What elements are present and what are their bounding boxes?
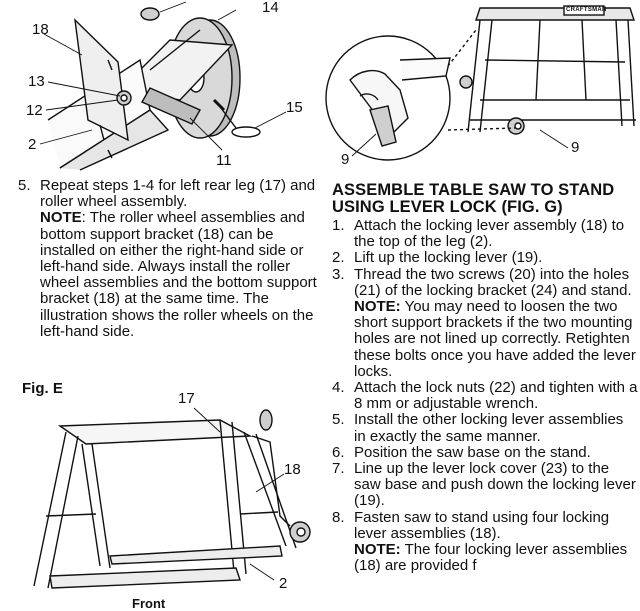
list-item: 3. Thread the two screws (20) into the h… bbox=[332, 265, 636, 380]
section-heading: ASSEMBLE TABLE SAW TO STAND USING LEVER … bbox=[332, 181, 615, 216]
fig-e-caption: Fig. E bbox=[22, 380, 63, 397]
fig-f-illustration bbox=[325, 5, 636, 161]
step-8-note-label: NOTE: bbox=[354, 541, 401, 559]
fig-e-callout-18: 18 bbox=[284, 461, 301, 478]
fig-d-callout-12: 12 bbox=[26, 102, 43, 119]
step-5-note-text: : The roller wheel assemblies and bottom… bbox=[40, 209, 317, 340]
fig-e-callout-2: 2 bbox=[279, 575, 288, 592]
fig-d-callout-15: 15 bbox=[286, 99, 303, 116]
fig-d-callout-18: 18 bbox=[32, 21, 49, 38]
step-5-note-label: NOTE bbox=[40, 209, 82, 227]
step-5-number: 5. bbox=[18, 177, 31, 194]
list-item: 6. Position the saw base on the stand. bbox=[332, 443, 591, 461]
fig-e-illustration bbox=[33, 407, 311, 589]
fig-d-callout-11: 11 bbox=[216, 152, 232, 169]
step-5-text: Repeat steps 1-4 for left rear leg (17) … bbox=[40, 177, 316, 211]
fig-f-callout-9-right: 9 bbox=[571, 139, 580, 156]
lever-lock-section: ASSEMBLE TABLE SAW TO STAND USING LEVER … bbox=[332, 182, 638, 574]
fig-d-callout-13: 13 bbox=[28, 73, 45, 90]
step-5-block: 5. Repeat steps 1-4 for left rear leg (1… bbox=[18, 177, 318, 340]
fig-e-front-label: Front bbox=[132, 596, 166, 611]
section-steps: 1. Attach the locking lever assembly (18… bbox=[332, 217, 638, 575]
list-item: 4. Attach the lock nuts (22) and tighten… bbox=[332, 379, 638, 413]
fig-d-callout-2: 2 bbox=[28, 136, 37, 153]
step-3-note-text: You may need to loosen the two short sup… bbox=[354, 298, 636, 380]
list-item: 2. Lift up the locking lever (19). bbox=[332, 249, 543, 267]
fig-f-badge: CRAFTSMAN bbox=[566, 7, 607, 13]
list-item: 7. Line up the lever lock cover (23) to … bbox=[332, 460, 636, 510]
fig-d-callout-14: 14 bbox=[262, 0, 279, 16]
list-item: 5. Install the other locking lever assem… bbox=[332, 411, 624, 445]
step-8-note-text: The four locking lever assemblies (18) a… bbox=[354, 541, 628, 575]
fig-f-callout-9-left: 9 bbox=[341, 151, 350, 168]
list-item: 1. Attach the locking lever assembly (18… bbox=[332, 217, 625, 251]
step-3-note-label: NOTE: bbox=[354, 298, 401, 316]
list-item: 8. Fasten saw to stand using four lockin… bbox=[332, 508, 628, 575]
fig-d-illustration bbox=[39, 1, 287, 171]
fig-e-callout-17: 17 bbox=[178, 390, 195, 407]
